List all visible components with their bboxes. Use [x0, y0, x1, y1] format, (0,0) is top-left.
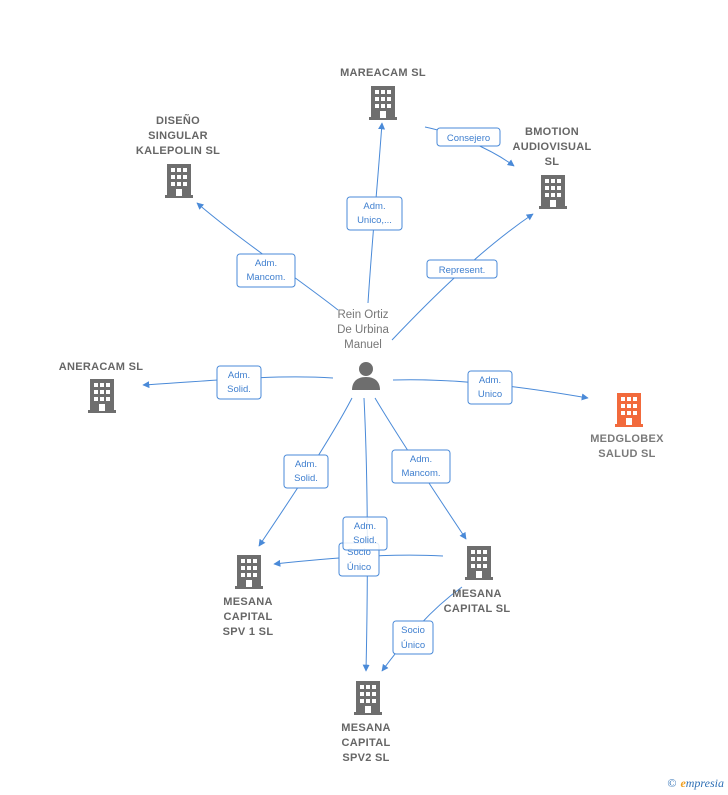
svg-text:DISEÑO: DISEÑO — [156, 114, 200, 127]
brand-watermark: ©empresia — [667, 776, 724, 791]
svg-text:SL: SL — [545, 156, 560, 168]
edge-label-adm-solid-spv2[interactable]: Adm. Solid. — [342, 516, 388, 551]
company-node-mesana-spv2[interactable]: MESANA CAPITAL SPV2 SL — [341, 681, 390, 764]
building-icon — [165, 164, 193, 198]
copyright-icon: © — [667, 776, 677, 790]
svg-text:Socio: Socio — [347, 547, 371, 558]
svg-text:MESANA: MESANA — [223, 596, 272, 608]
svg-text:CAPITAL: CAPITAL — [342, 737, 391, 749]
building-icon — [235, 555, 263, 589]
svg-text:Único: Único — [401, 640, 425, 651]
brand-initial: e — [680, 776, 686, 790]
svg-text:Socio: Socio — [401, 625, 425, 636]
svg-text:SPV2 SL: SPV2 SL — [342, 752, 389, 764]
svg-text:Solid.: Solid. — [353, 535, 377, 546]
svg-text:Solid.: Solid. — [227, 384, 251, 395]
edge-label-socio-unico-spv2[interactable]: Socio Único — [392, 620, 434, 655]
building-icon — [369, 86, 397, 120]
svg-text:Manuel: Manuel — [344, 339, 382, 351]
svg-text:Adm.: Adm. — [295, 459, 317, 470]
edge-label-adm-solid-spv1[interactable]: Adm. Solid. — [283, 454, 329, 489]
edge-label-adm-mancom-diseno[interactable]: Adm. Mancom. — [236, 253, 296, 288]
building-icon — [88, 379, 116, 413]
company-node-mareacam[interactable]: MAREACAM SL — [340, 67, 426, 120]
svg-text:Represent.: Represent. — [439, 265, 485, 276]
svg-text:MESANA: MESANA — [341, 722, 390, 734]
svg-text:Adm.: Adm. — [479, 375, 501, 386]
company-node-mesana-spv1[interactable]: MESANA CAPITAL SPV 1 SL — [223, 555, 274, 638]
svg-text:ANERACAM SL: ANERACAM SL — [59, 361, 144, 373]
building-icon — [354, 681, 382, 715]
svg-text:SALUD SL: SALUD SL — [598, 448, 655, 460]
svg-text:Mancom.: Mancom. — [246, 272, 285, 283]
building-icon — [465, 546, 493, 580]
edge-label-represent[interactable]: Represent. — [426, 259, 498, 279]
svg-text:Rein Ortiz: Rein Ortiz — [337, 309, 388, 321]
svg-text:SPV 1 SL: SPV 1 SL — [223, 626, 274, 638]
edge-label-adm-unico-medglobex[interactable]: Adm. Unico — [467, 370, 513, 405]
svg-text:Unico,...: Unico,... — [357, 215, 392, 226]
edge-label-adm-unico-mareacam[interactable]: Adm. Unico,... — [346, 196, 403, 231]
svg-text:Adm.: Adm. — [255, 258, 277, 269]
svg-text:CAPITAL: CAPITAL — [224, 611, 273, 623]
company-node-aneracam[interactable]: ANERACAM SL — [59, 361, 144, 413]
company-node-bmotion[interactable]: BMOTION AUDIOVISUAL SL — [512, 126, 591, 209]
person-icon — [352, 362, 380, 390]
svg-text:Adm.: Adm. — [410, 454, 432, 465]
building-icon — [539, 175, 567, 209]
svg-text:CAPITAL SL: CAPITAL SL — [444, 603, 511, 615]
svg-text:Consejero: Consejero — [447, 133, 490, 144]
svg-text:MAREACAM SL: MAREACAM SL — [340, 67, 426, 79]
svg-text:Unico: Unico — [478, 389, 502, 400]
edge-label-adm-mancom-mesana[interactable]: Adm. Mancom. — [391, 449, 451, 484]
svg-text:De Urbina: De Urbina — [337, 324, 389, 336]
edge-label-consejero[interactable]: Consejero — [436, 127, 501, 147]
building-icon — [615, 393, 643, 427]
svg-text:AUDIOVISUAL: AUDIOVISUAL — [512, 141, 591, 153]
svg-text:MEDGLOBEX: MEDGLOBEX — [590, 433, 664, 445]
svg-text:SINGULAR: SINGULAR — [148, 130, 208, 142]
company-node-medglobex[interactable]: MEDGLOBEX SALUD SL — [590, 393, 664, 460]
company-node-mesana-capital[interactable]: MESANA CAPITAL SL — [444, 546, 511, 615]
svg-text:BMOTION: BMOTION — [525, 126, 579, 138]
person-node[interactable]: Rein Ortiz De Urbina Manuel — [337, 309, 389, 390]
svg-text:MESANA: MESANA — [452, 588, 501, 600]
edge-labels: Adm. Unico,... Consejero Represent. Adm.… — [216, 127, 513, 655]
company-node-diseno[interactable]: DISEÑO SINGULAR KALEPOLIN SL — [136, 114, 220, 198]
svg-text:Solid.: Solid. — [294, 473, 318, 484]
svg-text:Único: Único — [347, 562, 371, 573]
svg-text:Mancom.: Mancom. — [401, 468, 440, 479]
svg-text:Adm.: Adm. — [363, 201, 385, 212]
svg-text:Adm.: Adm. — [354, 521, 376, 532]
svg-text:Adm.: Adm. — [228, 370, 250, 381]
svg-text:KALEPOLIN SL: KALEPOLIN SL — [136, 145, 220, 157]
brand-name: mpresia — [685, 776, 724, 790]
edge-label-adm-solid-aneracam[interactable]: Adm. Solid. — [216, 365, 262, 400]
